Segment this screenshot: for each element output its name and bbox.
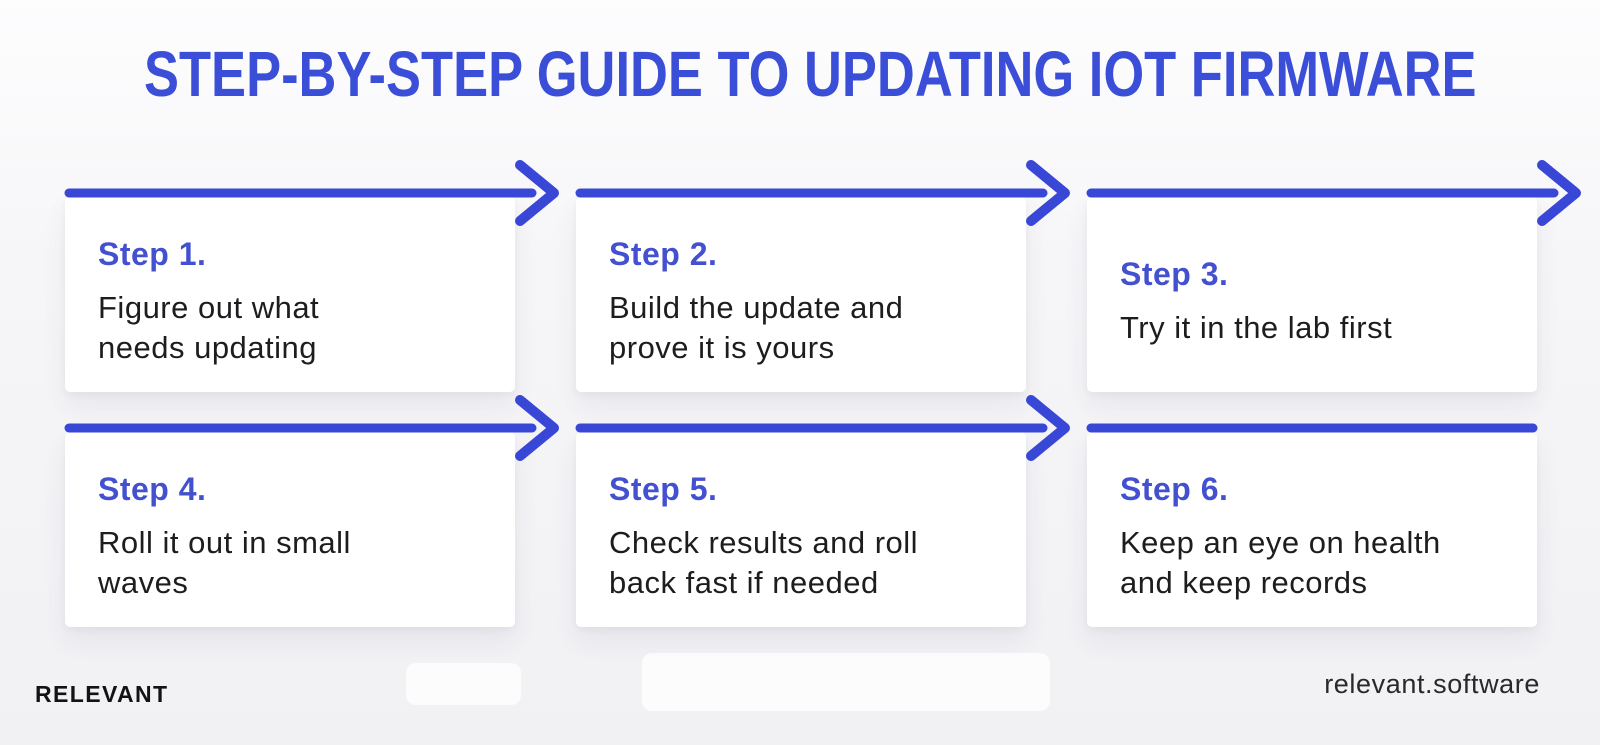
page-title: STEP-BY-STEP GUIDE TO UPDATING IOT FIRMW… (144, 38, 1477, 110)
arrow-right-icon (64, 160, 559, 226)
website-text: relevant.software (1324, 669, 1540, 699)
step-card-2: Step 2. Build the update and prove it is… (575, 160, 1070, 392)
step-description: Check results and roll back fast if need… (609, 524, 919, 600)
step-card-5: Step 5. Check results and roll back fast… (575, 395, 1070, 627)
step-description: Try it in the lab first (1120, 309, 1393, 345)
step-description: Keep an eye on health and keep records (1120, 524, 1441, 600)
step-card-1: Step 1. Figure out what needs updating (64, 160, 559, 392)
background-highlight (406, 663, 521, 705)
step-card-4: Step 4. Roll it out in small waves (64, 395, 559, 627)
step-description: Build the update and prove it is yours (609, 289, 904, 365)
step-topline-icon (1086, 423, 1538, 433)
step-label: Step 5. (609, 470, 718, 507)
step-description: Roll it out in small waves (98, 524, 351, 600)
brand-logo: RELEVANT (35, 681, 169, 707)
arrow-right-icon (575, 395, 1070, 461)
step-label: Step 6. (1120, 470, 1229, 507)
step-description: Figure out what needs updating (98, 289, 320, 365)
step-card-3: Step 3. Try it in the lab first (1086, 160, 1581, 392)
arrow-right-icon (64, 395, 559, 461)
steps-grid: Step 1. Figure out what needs updating S… (64, 160, 1581, 627)
step-label: Step 1. (98, 235, 207, 272)
arrow-right-icon (1086, 160, 1581, 226)
step-label: Step 4. (98, 470, 207, 507)
arrow-right-icon (575, 160, 1070, 226)
step-card-6: Step 6. Keep an eye on health and keep r… (1086, 423, 1538, 627)
background-highlight (642, 653, 1050, 711)
step-label: Step 3. (1120, 255, 1229, 292)
step-label: Step 2. (609, 235, 718, 272)
